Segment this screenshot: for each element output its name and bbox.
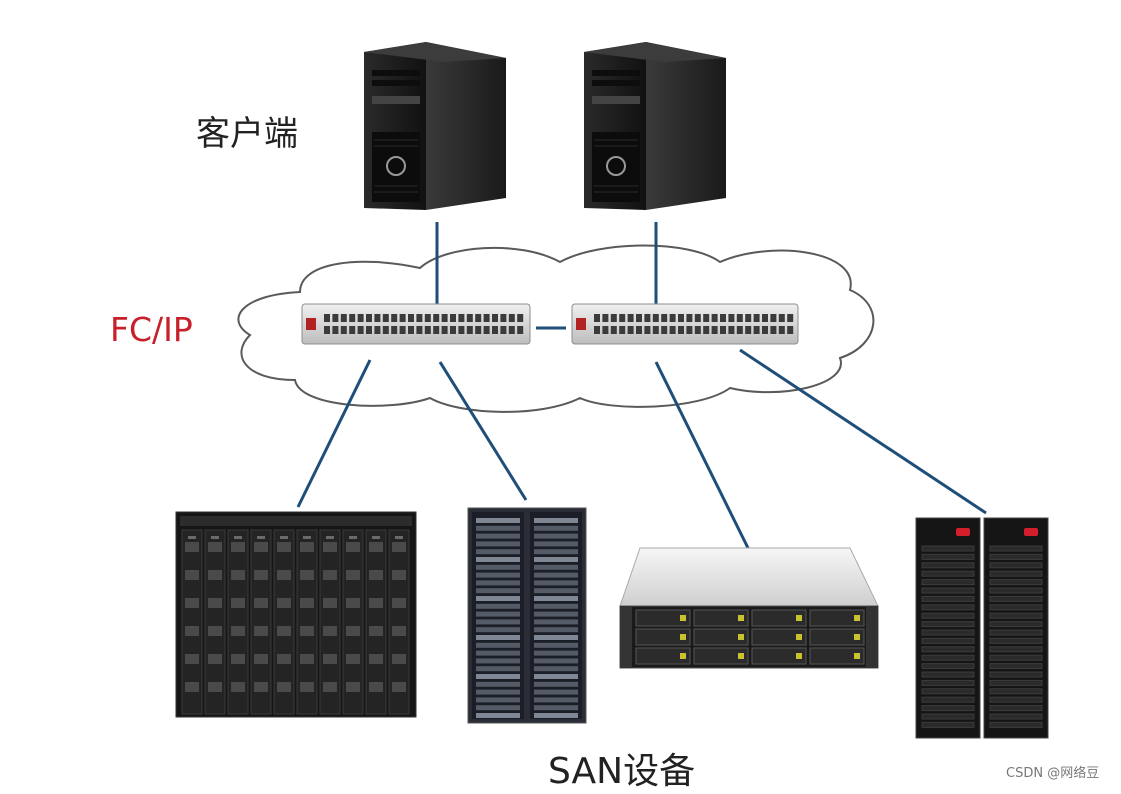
tower-server-2 [584, 42, 726, 210]
fc-switch-1 [301, 303, 531, 345]
disk-array [619, 547, 879, 669]
link-switch2-cabinet [739, 348, 987, 515]
network-label: FC/IP [110, 310, 193, 349]
client-label: 客户端 [196, 114, 298, 154]
link-switch2-array [654, 361, 750, 549]
san-device-label: SAN设备 [548, 751, 696, 792]
dell-logo-icon [386, 156, 406, 176]
storage-cabinet [915, 517, 1049, 739]
blade-chassis [175, 511, 417, 718]
storage-rack [467, 507, 587, 724]
watermark: CSDN @网络豆 [1006, 766, 1100, 781]
tower-server-1 [364, 42, 506, 210]
fc-switch-2 [571, 303, 799, 345]
network-links [296, 222, 987, 549]
dell-logo-icon [606, 156, 626, 176]
link-switch1-blade [296, 359, 372, 508]
link-switch1-rack [438, 361, 528, 501]
